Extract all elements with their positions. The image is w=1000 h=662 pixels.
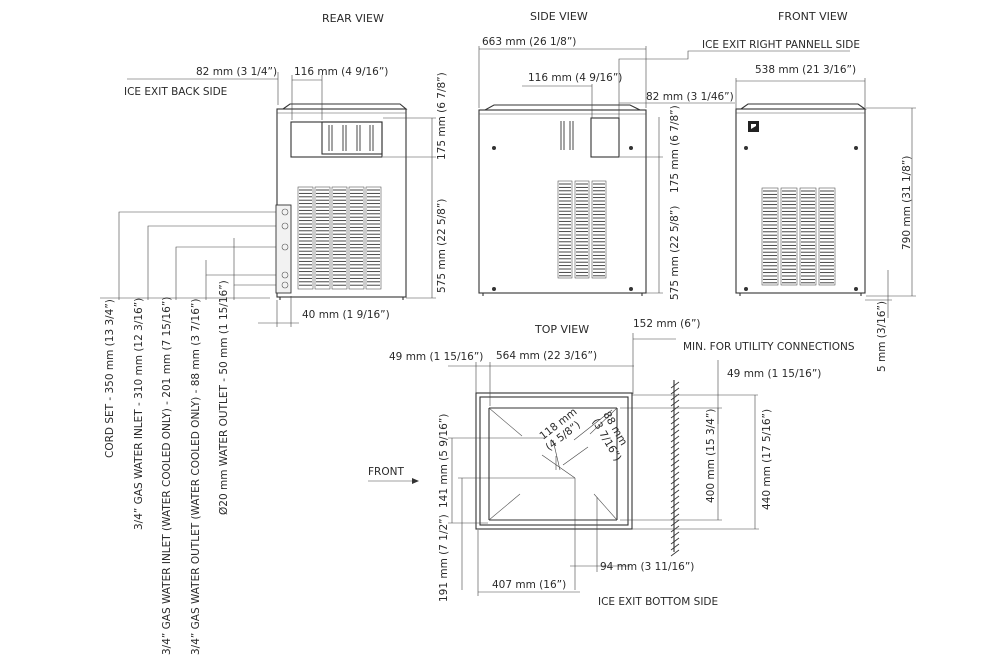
ice-exit-bottom-marker	[541, 409, 613, 590]
top-dim-49b: 49 mm (1 15/16”)	[727, 368, 821, 380]
side-dim-82: 82 mm (3 1/46”)	[646, 91, 734, 103]
front-arrow-icon	[412, 478, 419, 484]
rear-dim-40: 40 mm (1 9/16”)	[302, 309, 390, 321]
top-dim-407: 407 mm (16”)	[492, 579, 566, 591]
side-view	[478, 104, 647, 296]
min-utility-label: MIN. FOR UTILITY CONNECTIONS	[683, 341, 855, 353]
top-dim-49a: 49 mm (1 15/16”)	[389, 351, 483, 363]
connection-gas-water-inlet: 3/4” GAS WATER INLET - 310 mm (12 3/16”)	[133, 298, 145, 530]
rear-louvers	[297, 186, 382, 290]
side-dim-175: 175 mm (6 7/8”)	[669, 105, 681, 193]
front-view-title: FRONT VIEW	[778, 10, 848, 23]
rear-dim-575: 575 mm (22 5/8”)	[436, 199, 448, 293]
rear-dim-82: 82 mm (3 1/4”)	[196, 66, 277, 78]
connection-leaders	[100, 211, 276, 300]
wall-hatch	[670, 381, 680, 557]
top-dim-400: 400 mm (15 3/4”)	[705, 409, 717, 503]
rear-vent-top	[328, 125, 374, 151]
side-vent-top	[560, 121, 574, 150]
rear-dim-175: 175 mm (6 7/8”)	[436, 72, 448, 160]
top-view	[475, 380, 680, 557]
ice-exit-right-label: ICE EXIT RIGHT PANNELL SIDE	[702, 39, 860, 51]
top-dim-94: 94 mm (3 11/16”)	[600, 561, 694, 573]
top-dim-191: 191 mm (7 1/2”)	[438, 514, 450, 602]
rear-view	[275, 103, 408, 300]
top-dim-152: 152 mm (6”)	[633, 318, 701, 330]
top-dim-141: 141 mm (5 9/16”)	[438, 414, 450, 508]
ice-exit-bottom-label: ICE EXIT BOTTOM SIDE	[598, 596, 718, 608]
top-dim-440: 440 mm (17 5/16”)	[761, 409, 773, 510]
top-view-title: TOP VIEW	[534, 323, 589, 336]
front-view	[735, 103, 867, 296]
front-dim-790: 790 mm (31 1/8”)	[901, 156, 913, 250]
front-dim-538: 538 mm (21 3/16”)	[755, 64, 856, 76]
side-view-title: SIDE VIEW	[530, 10, 588, 23]
front-louvers	[761, 187, 836, 286]
connection-cord-set: CORD SET - 350 mm (13 3/4”)	[104, 299, 116, 458]
connection-gas-water-outlet-wc: 3/4” GAS WATER OUTLET (WATER COOLED ONLY…	[190, 299, 202, 655]
top-dim-564: 564 mm (22 3/16”)	[496, 350, 597, 362]
side-louvers	[557, 180, 607, 279]
connection-plate	[275, 204, 292, 294]
rear-view-title: REAR VIEW	[322, 12, 384, 25]
side-dim-116: 116 mm (4 9/16”)	[528, 72, 622, 84]
ice-exit-back-label: ICE EXIT BACK SIDE	[124, 86, 227, 98]
connection-water-outlet: Ø20 mm WATER OUTLET - 50 mm (1 15/16”)	[218, 280, 230, 515]
front-arrow-label: FRONT	[368, 466, 404, 478]
connection-gas-water-inlet-wc: 3/4” GAS WATER INLET (WATER COOLED ONLY)…	[161, 297, 173, 655]
front-dim-5: 5 mm (3/16”)	[876, 301, 888, 372]
rear-dim-116: 116 mm (4 9/16”)	[294, 66, 388, 78]
side-dim-663: 663 mm (26 1/8”)	[482, 36, 576, 48]
side-dim-575: 575 mm (22 5/8”)	[669, 206, 681, 300]
